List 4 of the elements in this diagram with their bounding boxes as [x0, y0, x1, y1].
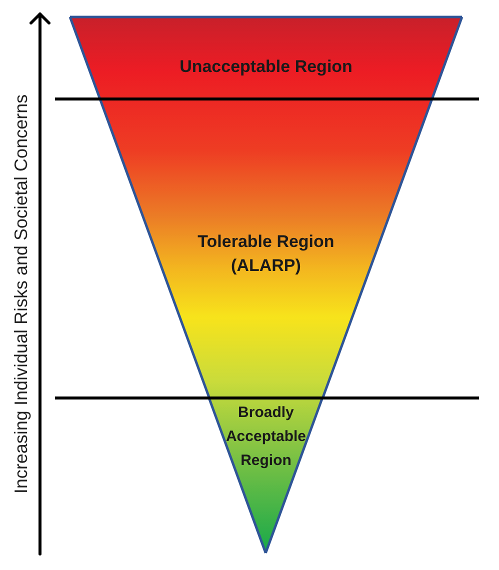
- region-label: Broadly Acceptable Region: [224, 403, 307, 471]
- region-label: Unacceptable Region: [178, 56, 354, 78]
- region-label: Tolerable Region (ALARP): [196, 231, 336, 277]
- axis-label: Increasing Individual Risks and Societal Concerns: [10, 94, 32, 494]
